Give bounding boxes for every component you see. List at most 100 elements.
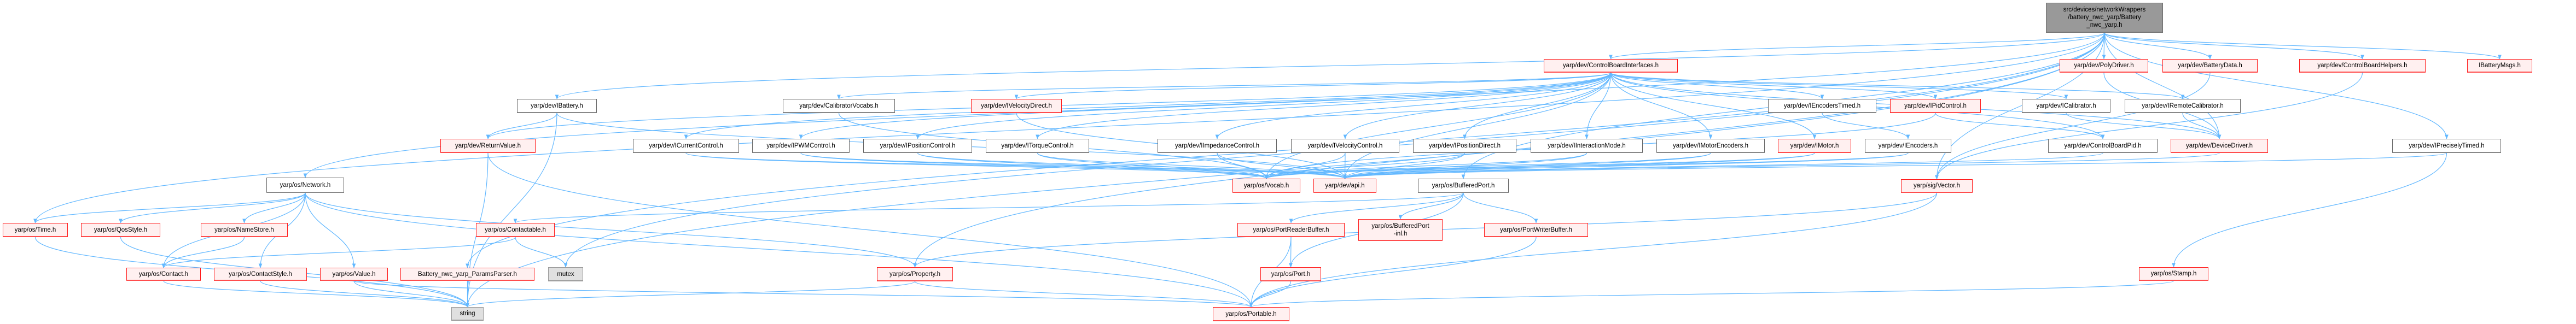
node-cbi[interactable]: yarp/dev/ControlBoardInterfaces.h	[1544, 59, 1678, 73]
edge-value-to-string	[353, 280, 469, 308]
edge-iposdirect-to-vocab	[1264, 152, 1466, 179]
node-batterydata[interactable]: yarp/dev/BatteryData.h	[2162, 59, 2258, 73]
edge-network-to-portable	[305, 192, 1253, 308]
node-icalibrator[interactable]: yarp/dev/ICalibrator.h	[2022, 99, 2110, 113]
edge-cbpid-to-api	[1343, 152, 2103, 179]
edge-cbi-to-iencoderstimed	[1610, 72, 1824, 99]
edge-network-to-time	[33, 192, 306, 223]
node-portable[interactable]: yarp/os/Portable.h	[1213, 307, 1289, 321]
node-paramsparser[interactable]: Battery_nwc_yarp_ParamsParser.h	[400, 268, 534, 281]
node-iremotecalib[interactable]: yarp/dev/IRemoteCalibrator.h	[2125, 99, 2241, 113]
node-ibatterymsgs[interactable]: IBatteryMsgs.h	[2467, 59, 2532, 73]
node-imotor[interactable]: yarp/dev/IMotor.h	[1778, 139, 1851, 153]
edge-network-to-qos	[119, 192, 306, 223]
edge-cbi-to-icurrent	[684, 72, 1612, 139]
edge-iposdirect-to-api	[1343, 152, 1466, 179]
node-iencoderstimed[interactable]: yarp/dev/IEncodersTimed.h	[1768, 99, 1876, 113]
node-port[interactable]: yarp/os/Port.h	[1260, 267, 1321, 281]
node-ivelctrl[interactable]: yarp/dev/IVelocityControl.h	[1291, 139, 1399, 153]
edge-bufferedport-to-contactable	[514, 192, 1464, 223]
node-contactable[interactable]: yarp/os/Contactable.h	[476, 223, 555, 237]
edge-iprecisely-to-stamp	[2172, 152, 2447, 268]
edge-iposctrl-to-vocab	[917, 152, 1269, 179]
node-time[interactable]: yarp/os/Time.h	[3, 223, 68, 237]
edge-cbi-to-itorque	[1036, 72, 1612, 139]
edge-ipidcontrol-to-cbpid	[1935, 113, 2105, 139]
node-cbhelpers[interactable]: yarp/dev/ControlBoardHelpers.h	[2299, 59, 2426, 73]
edge-devicedriver-to-api	[1343, 152, 2220, 179]
node-network[interactable]: yarp/os/Network.h	[266, 178, 344, 193]
node-contactstyle[interactable]: yarp/os/ContactStyle.h	[214, 268, 307, 281]
edge-imotorenc-to-vocab	[1264, 152, 1711, 179]
node-iinteraction[interactable]: yarp/dev/IInteractionMode.h	[1531, 139, 1643, 153]
edge-ivelctrl-to-api	[1343, 152, 1347, 179]
node-stamp[interactable]: yarp/os/Stamp.h	[2139, 267, 2208, 281]
edge-contactable-to-mutex	[515, 237, 568, 268]
node-ivelocitydirect[interactable]: yarp/dev/IVelocityDirect.h	[971, 99, 1062, 113]
edge-root-to-ibatterymsgs	[2104, 32, 2502, 60]
node-qos[interactable]: yarp/os/QosStyle.h	[81, 223, 160, 237]
node-property[interactable]: yarp/os/Property.h	[877, 267, 953, 281]
edge-cbi-to-iposdirect	[1463, 72, 1612, 139]
node-calibvocabs[interactable]: yarp/dev/CalibratorVocabs.h	[783, 99, 895, 113]
edge-property-to-portable	[914, 281, 1253, 308]
node-vector[interactable]: yarp/sig/Vector.h	[1901, 179, 1973, 193]
node-iposdirect[interactable]: yarp/dev/IPositionDirect.h	[1413, 139, 1516, 153]
edge-stamp-to-portable	[1249, 280, 2174, 308]
edge-itorque-to-vocab	[1037, 152, 1269, 179]
edge-cbi-to-imotorenc	[1610, 72, 1713, 139]
node-iimpedance[interactable]: yarp/dev/IImpedanceControl.h	[1158, 139, 1277, 153]
edge-cbi-to-ipwm	[799, 72, 1612, 139]
edge-contact-to-string	[163, 280, 469, 308]
edge-network-to-property	[305, 192, 917, 268]
node-api[interactable]: yarp/dev/api.h	[1313, 179, 1376, 193]
edge-root-to-devicedriver	[2104, 32, 2222, 139]
node-returnvalue[interactable]: yarp/dev/ReturnValue.h	[440, 139, 536, 153]
edge-contactstyle-to-string	[260, 280, 469, 308]
edge-property-to-string	[466, 281, 916, 308]
edge-root-to-iprecisely	[2104, 32, 2449, 139]
node-icurrent[interactable]: yarp/dev/ICurrentControl.h	[633, 139, 739, 153]
edge-bufferedport-to-portreader	[1289, 192, 1464, 223]
edge-cbi-to-iposctrl	[916, 72, 1612, 139]
node-namestore[interactable]: yarp/os/NameStore.h	[201, 223, 288, 237]
node-iprecisely[interactable]: yarp/dev/IPreciselyTimed.h	[2392, 139, 2501, 153]
edge-network-to-value	[305, 192, 356, 268]
edge-icurrent-to-vocab	[685, 152, 1269, 179]
node-itorque[interactable]: yarp/dev/ITorqueControl.h	[986, 139, 1089, 153]
node-imotorenc[interactable]: yarp/dev/IMotorEncoders.h	[1656, 139, 1765, 153]
node-root[interactable]: src/devices/networkWrappers /battery_nwc…	[2046, 3, 2163, 33]
node-mutex[interactable]: mutex	[548, 267, 583, 281]
edge-namestore-to-contact	[161, 237, 245, 268]
node-cbpid[interactable]: yarp/dev/ControlBoardPid.h	[2048, 139, 2158, 153]
edge-cbi-to-imotor	[1610, 72, 1817, 139]
node-polydriver[interactable]: yarp/dev/PolyDriver.h	[2060, 59, 2148, 73]
edge-bufferedport-to-portwriter	[1463, 192, 1538, 223]
edge-iinteraction-to-api	[1343, 152, 1588, 179]
node-iposctrl[interactable]: yarp/dev/IPositionControl.h	[863, 139, 972, 153]
node-iencoders[interactable]: yarp/dev/IEncoders.h	[1865, 139, 1951, 153]
edge-cbi-to-iimpedance	[1215, 72, 1612, 139]
edge-iencoders-to-api	[1343, 152, 1909, 179]
node-ipwm[interactable]: yarp/dev/IPWMControl.h	[752, 139, 850, 153]
node-contact[interactable]: yarp/os/Contact.h	[126, 268, 201, 281]
node-string[interactable]: string	[451, 307, 484, 321]
node-ipidcontrol[interactable]: yarp/dev/IPidControl.h	[1890, 99, 1981, 113]
node-bufferedport[interactable]: yarp/os/BufferedPort.h	[1418, 179, 1509, 193]
edge-root-to-cbi	[1609, 32, 2105, 60]
edge-cbi-to-ipidcontrol	[1610, 72, 1938, 99]
edge-vector-to-portable	[1249, 192, 1938, 308]
node-ibattery[interactable]: yarp/dev/IBattery.h	[517, 99, 597, 113]
edge-cbi-to-vocab	[1264, 72, 1612, 179]
node-vocab[interactable]: yarp/os/Vocab.h	[1232, 179, 1300, 193]
node-portwriter[interactable]: yarp/os/PortWriterBuffer.h	[1484, 223, 1588, 237]
node-value[interactable]: yarp/os/Value.h	[320, 268, 388, 281]
edge-root-to-cbhelpers	[2104, 32, 2364, 60]
edge-cbi-to-iremotecalib	[1610, 72, 2185, 99]
node-portreader[interactable]: yarp/os/PortReaderBuffer.h	[1237, 223, 1345, 237]
node-bpinl[interactable]: yarp/os/BufferedPort -inl.h	[1358, 219, 1443, 241]
edge-cbi-to-ivelocitydirect	[1014, 72, 1612, 99]
node-devicedriver[interactable]: yarp/dev/DeviceDriver.h	[2171, 139, 2268, 153]
edge-icalibrator-to-devicedriver	[2066, 113, 2222, 139]
